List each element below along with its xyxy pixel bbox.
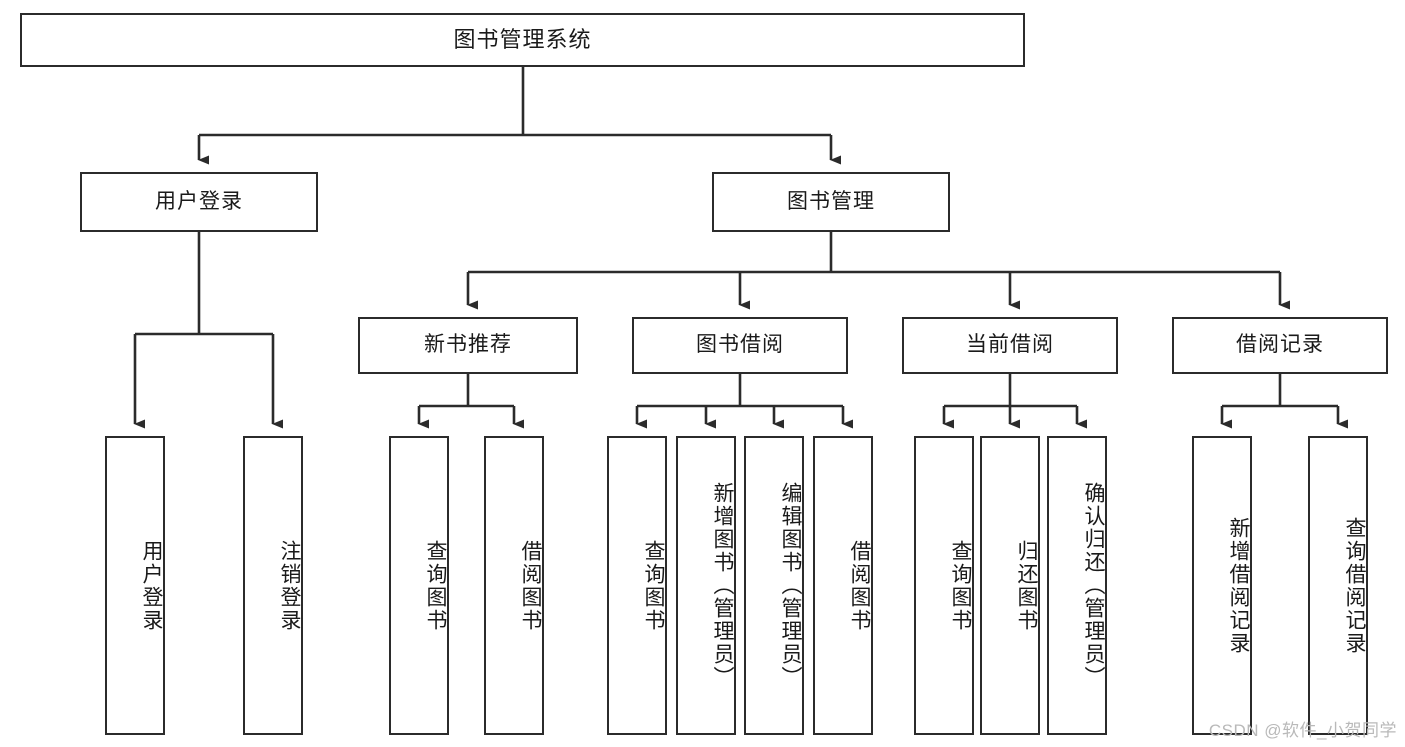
csdn-watermark: CSDN @软件_小贺同学 (1208, 721, 1397, 740)
node-book-borrow[interactable]: 图书借阅 (632, 317, 848, 374)
node-label: 归还图书 (1015, 539, 1038, 632)
node-new-book-recommend[interactable]: 新书推荐 (358, 317, 578, 374)
node-label: 查询图书 (424, 539, 447, 632)
node-label: 编辑图书（管理员） (779, 482, 802, 689)
leaf-add-book-admin[interactable]: 新增图书（管理员） (676, 436, 736, 735)
node-label: 新增图书（管理员） (711, 482, 734, 689)
leaf-query-borrow-record[interactable]: 查询借阅记录 (1308, 436, 1368, 735)
node-label: 借阅记录 (1236, 333, 1324, 357)
leaf-edit-book-admin[interactable]: 编辑图书（管理员） (744, 436, 804, 735)
node-label: 确认归还（管理员） (1082, 482, 1105, 689)
leaf-user-logout[interactable]: 注销登录 (243, 436, 303, 735)
leaf-return-book[interactable]: 归还图书 (980, 436, 1040, 735)
node-label: 查询借阅记录 (1343, 516, 1366, 655)
node-label: 借阅图书 (519, 539, 542, 632)
node-label: 借阅图书 (848, 539, 871, 632)
leaf-confirm-return-admin[interactable]: 确认归还（管理员） (1047, 436, 1107, 735)
node-label: 当前借阅 (966, 333, 1054, 357)
node-book-management[interactable]: 图书管理 (712, 172, 950, 232)
leaf-borrow-book-recommend[interactable]: 借阅图书 (484, 436, 544, 735)
leaf-user-login[interactable]: 用户登录 (105, 436, 165, 735)
node-label: 图书借阅 (696, 333, 784, 357)
node-borrow-record[interactable]: 借阅记录 (1172, 317, 1388, 374)
node-label: 用户登录 (140, 539, 163, 632)
node-label: 新书推荐 (424, 333, 512, 357)
leaf-query-book-borrow[interactable]: 查询图书 (607, 436, 667, 735)
node-label: 图书管理系统 (453, 27, 592, 53)
node-label: 查询图书 (642, 539, 665, 632)
leaf-query-book-current[interactable]: 查询图书 (914, 436, 974, 735)
node-label: 新增借阅记录 (1227, 516, 1250, 655)
node-current-borrow[interactable]: 当前借阅 (902, 317, 1118, 374)
leaf-borrow-book[interactable]: 借阅图书 (813, 436, 873, 735)
leaf-add-borrow-record[interactable]: 新增借阅记录 (1192, 436, 1252, 735)
node-user-login[interactable]: 用户登录 (80, 172, 318, 232)
node-root-book-management-system[interactable]: 图书管理系统 (20, 13, 1025, 67)
leaf-query-book-recommend[interactable]: 查询图书 (389, 436, 449, 735)
node-label: 用户登录 (155, 189, 243, 213)
node-label: 查询图书 (949, 539, 972, 632)
node-label: 图书管理 (787, 189, 875, 213)
node-label: 注销登录 (278, 539, 301, 632)
